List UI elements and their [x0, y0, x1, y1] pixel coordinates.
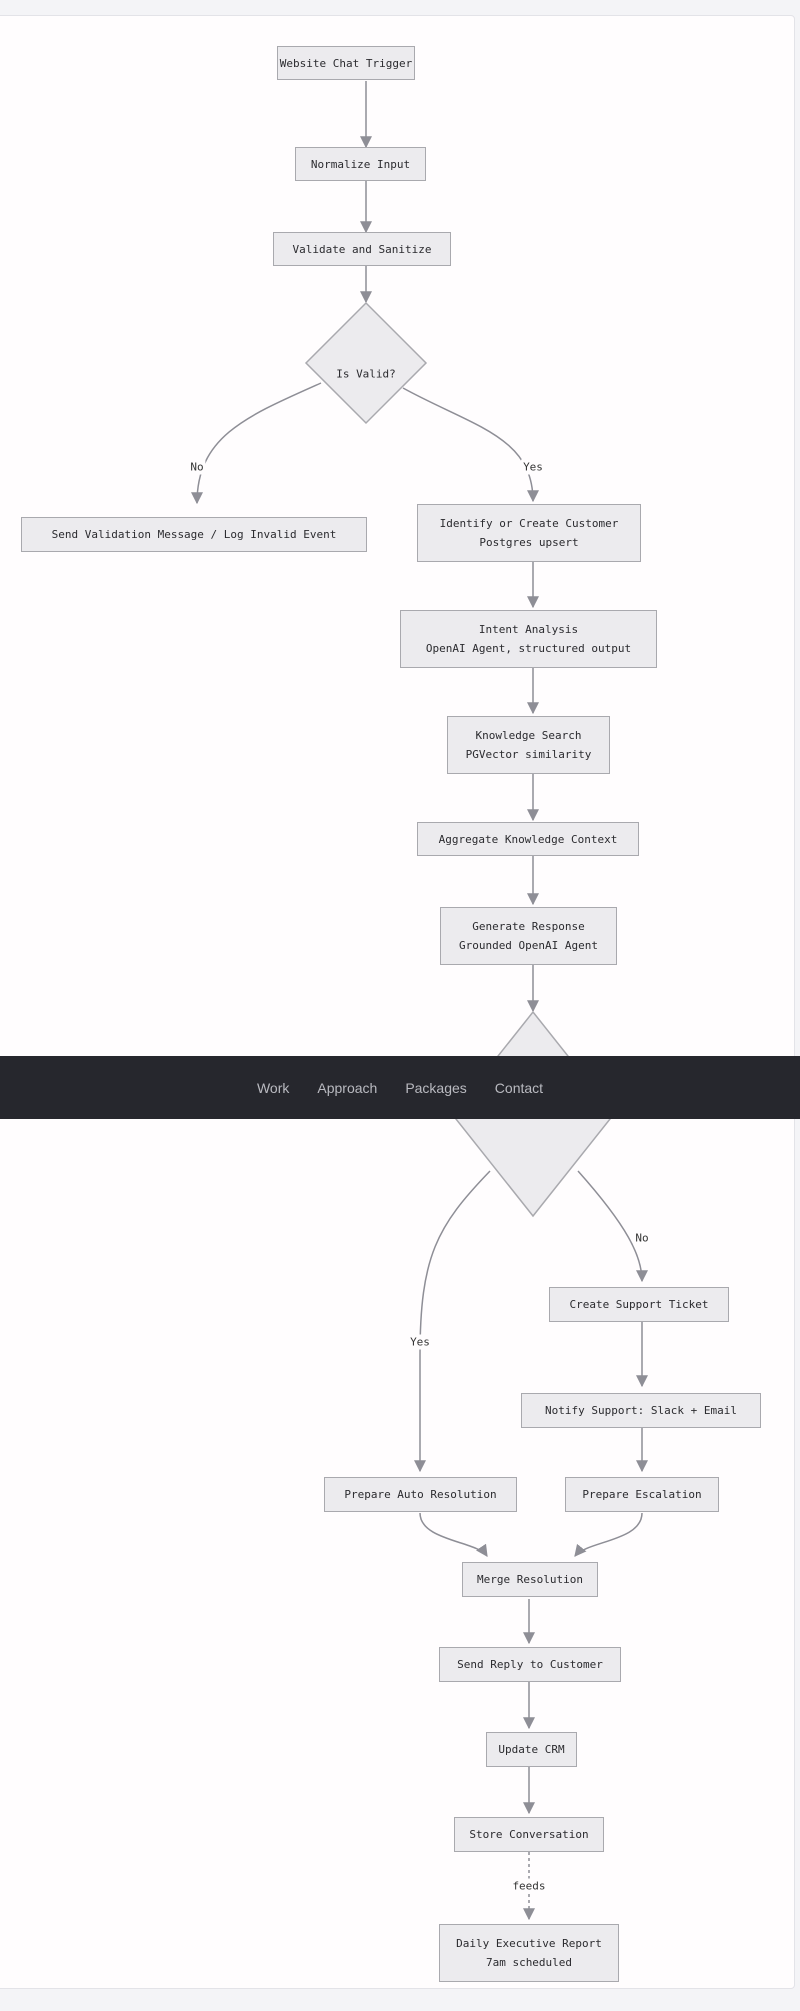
flowchart-connectors: [191, 81, 648, 1921]
node-line: Intent Analysis: [478, 623, 579, 636]
node-store: Store Conversation: [454, 1817, 604, 1852]
node-send-validation: Send Validation Message / Log Invalid Ev…: [21, 517, 367, 552]
is-valid-label: Is Valid?: [336, 367, 396, 381]
node-line: Update CRM: [498, 1743, 565, 1756]
diagram-card: Website Chat Trigger Normalize Input Val…: [0, 15, 795, 1989]
node-line: Send Validation Message / Log Invalid Ev…: [51, 528, 337, 541]
node-auto-resolution: Prepare Auto Resolution: [324, 1477, 517, 1512]
node-line: OpenAI Agent, structured output: [425, 642, 632, 655]
node-send-reply: Send Reply to Customer: [439, 1647, 621, 1682]
node-line: Notify Support: Slack + Email: [544, 1404, 738, 1417]
node-line: Identify or Create Customer: [439, 517, 619, 530]
node-validate: Validate and Sanitize: [273, 232, 451, 266]
node-line: Postgres upsert: [479, 536, 579, 549]
node-line: Daily Executive Report: [456, 1937, 602, 1950]
nav-link-packages[interactable]: Packages: [405, 1079, 467, 1096]
edge-escalation-merge: [574, 1512, 643, 1557]
node-line: PGVector similarity: [465, 748, 592, 761]
node-line: Grounded OpenAI Agent: [458, 939, 599, 952]
node-line: Store Conversation: [469, 1828, 589, 1841]
node-line: Website Chat Trigger: [279, 56, 413, 70]
edge-label-feeds: feeds: [510, 1878, 548, 1894]
nav-link-work[interactable]: Work: [256, 1079, 290, 1096]
edge-label-yes-2: Yes: [408, 1334, 432, 1350]
node-line: Prepare Escalation: [582, 1488, 702, 1501]
is-valid-diamond-shape: [304, 301, 428, 425]
nav-link-contact[interactable]: Contact: [494, 1079, 544, 1096]
node-line: Send Reply to Customer: [457, 1658, 603, 1671]
edge-auto-merge: [419, 1512, 488, 1557]
node-normalize: Normalize Input: [295, 147, 426, 181]
node-trigger: Website Chat Trigger: [277, 46, 415, 80]
node-crm: Update CRM: [486, 1732, 577, 1767]
node-escalation: Prepare Escalation: [565, 1477, 719, 1512]
node-line: Prepare Auto Resolution: [344, 1488, 497, 1501]
node-line: Knowledge Search: [475, 729, 582, 742]
edge-decision-yes: [414, 1170, 491, 1473]
edge-decision-no: [577, 1170, 648, 1283]
node-aggregate: Aggregate Knowledge Context: [417, 822, 639, 856]
node-line: Normalize Input: [310, 157, 411, 171]
node-report: Daily Executive Report 7am scheduled: [439, 1924, 619, 1982]
edge-label-no-2: No: [633, 1230, 651, 1246]
node-line: Validate and Sanitize: [292, 242, 432, 256]
edge-isvalid-yes: [402, 387, 539, 503]
nav-link-approach[interactable]: Approach: [317, 1079, 378, 1096]
node-line: Generate Response: [472, 920, 585, 933]
edge-isvalid-no: [191, 382, 322, 505]
node-line: Merge Resolution: [477, 1573, 583, 1586]
node-notify: Notify Support: Slack + Email: [521, 1393, 761, 1428]
node-create-ticket: Create Support Ticket: [549, 1287, 729, 1322]
node-line: Create Support Ticket: [569, 1298, 709, 1311]
node-line: Aggregate Knowledge Context: [438, 832, 618, 846]
node-line: 7am scheduled: [485, 1956, 573, 1969]
edge-label-no: No: [188, 459, 206, 475]
top-navigation-bar: Work Approach Packages Contact: [0, 1056, 800, 1119]
node-merge: Merge Resolution: [462, 1562, 598, 1597]
edge-label-yes: Yes: [521, 459, 545, 475]
